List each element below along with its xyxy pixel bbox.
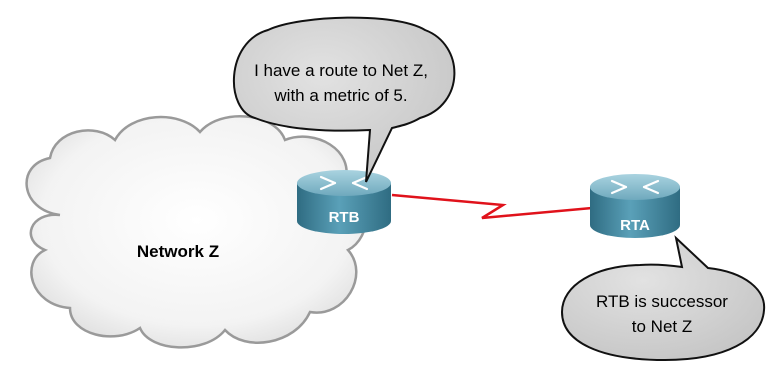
router-rta: RTA: [590, 174, 680, 238]
rta-speech-bubble: RTB is successor to Net Z: [560, 235, 766, 362]
rtb-bubble-line-1: I have a route to Net Z,: [254, 61, 428, 80]
router-rta-label: RTA: [620, 217, 650, 234]
router-rtb-label: RTB: [329, 209, 360, 226]
network-z-label: Network Z: [137, 242, 219, 261]
router-arrows-icon: [319, 175, 369, 191]
rta-bubble-line-1: RTB is successor: [596, 292, 728, 311]
serial-link: [391, 193, 593, 220]
router-arrows-icon: [610, 179, 660, 195]
router-rtb: RTB: [297, 170, 391, 234]
rtb-speech-bubble: I have a route to Net Z, with a metric o…: [233, 16, 456, 183]
rtb-bubble-line-2: with a metric of 5.: [273, 86, 407, 105]
network-z-cloud: Network Z: [25, 115, 368, 349]
rta-bubble-line-2: to Net Z: [632, 317, 692, 336]
